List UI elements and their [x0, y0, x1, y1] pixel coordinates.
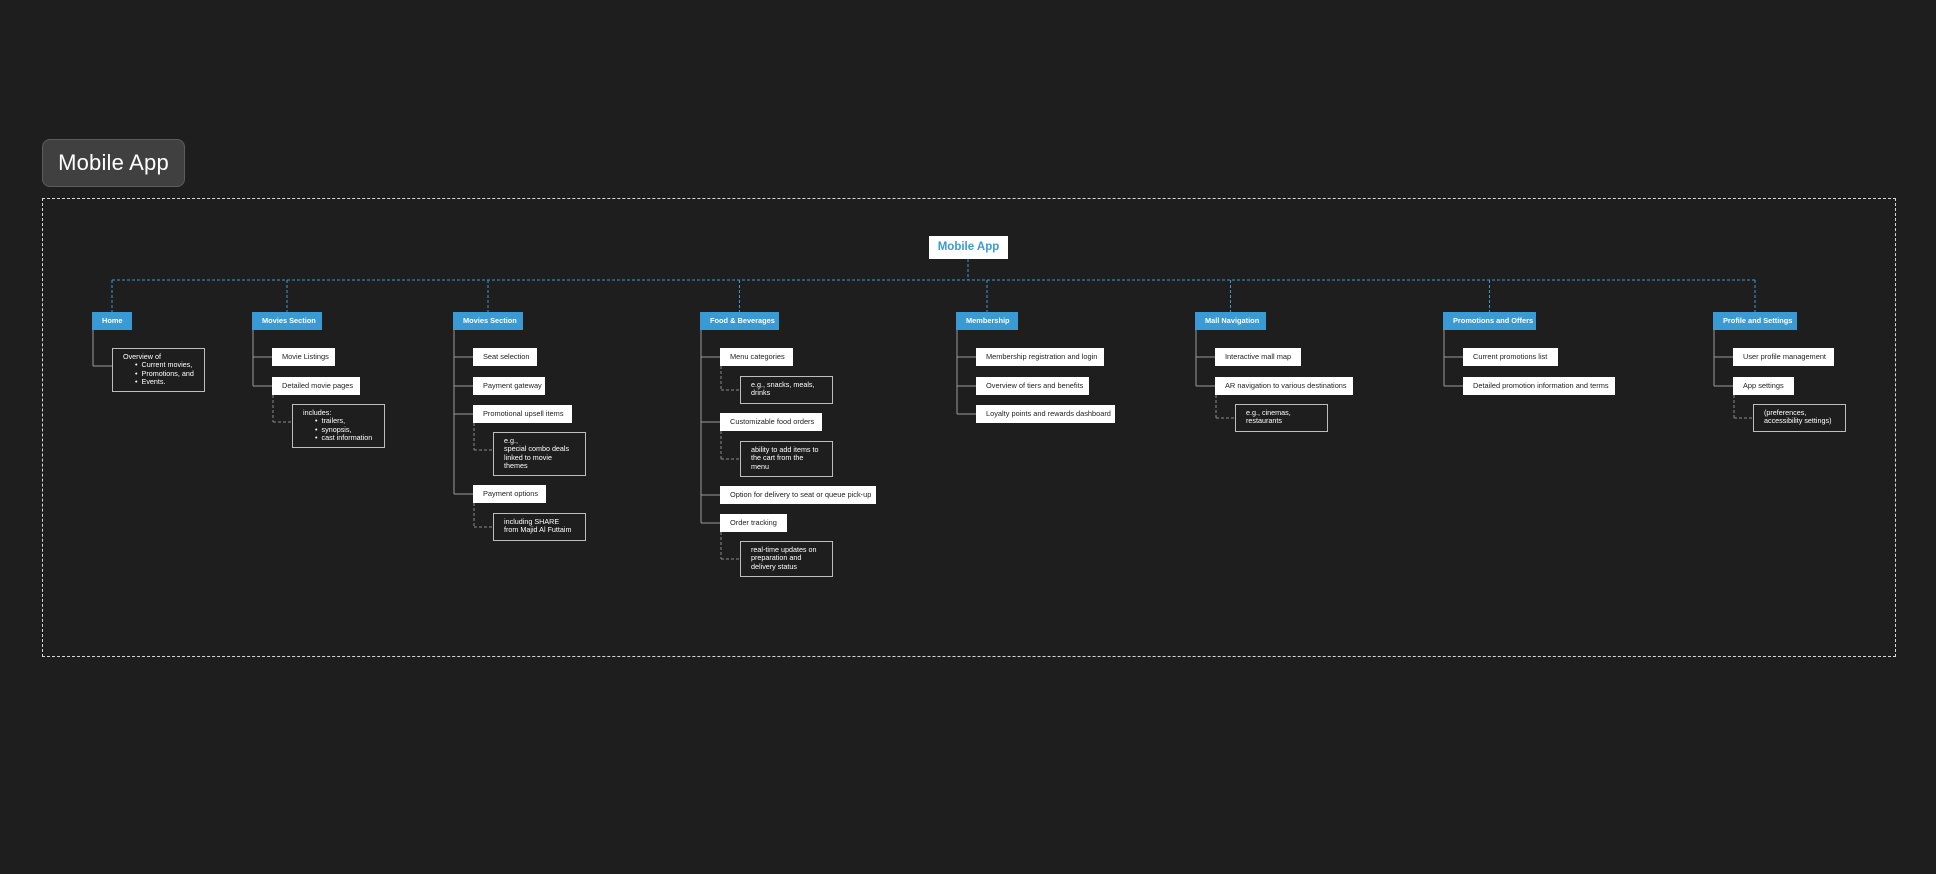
note-line: linked to movie: [504, 452, 552, 462]
root-node[interactable]: Mobile App: [929, 236, 1008, 259]
note-line: from Majid Al Futtaim: [504, 525, 572, 535]
category-profile-and-settings[interactable]: Profile and Settings: [1713, 312, 1797, 330]
menu-item[interactable]: User profile management: [1733, 348, 1834, 366]
category-home[interactable]: Home: [92, 312, 132, 330]
category-mall-navigation[interactable]: Mall Navigation: [1195, 312, 1266, 330]
note-line: special combo deals: [504, 444, 570, 454]
note-line: preparation and: [751, 553, 802, 563]
note-bullet: Events.: [133, 377, 194, 386]
menu-item[interactable]: AR navigation to various destinations: [1215, 377, 1353, 395]
note-bullet: Promotions, and: [133, 369, 194, 378]
section-title-badge[interactable]: Mobile App: [42, 139, 185, 187]
note-line: delivery status: [751, 561, 797, 571]
note-heading: includes:: [303, 408, 332, 417]
menu-item[interactable]: Membership registration and login: [976, 348, 1104, 366]
category-movies-section[interactable]: Movies Section: [252, 312, 322, 330]
note-bullet: cast information: [313, 433, 374, 442]
note-box: e.g., snacks, meals,drinks: [740, 376, 833, 404]
note-line: e.g., cinemas,: [1246, 408, 1291, 417]
menu-item[interactable]: Overview of tiers and benefits: [976, 377, 1089, 395]
category-membership[interactable]: Membership: [956, 312, 1018, 330]
menu-item[interactable]: Payment gateway: [473, 377, 545, 395]
note-line: e.g., snacks, meals,: [751, 380, 815, 389]
category-promotions-and-offers[interactable]: Promotions and Offers: [1443, 312, 1536, 330]
menu-item[interactable]: Interactive mall map: [1215, 348, 1301, 366]
note-box: (preferences,accessibility settings): [1753, 404, 1846, 432]
note-line: restaurants: [1246, 416, 1282, 426]
category-food-beverages[interactable]: Food & Beverages: [700, 312, 779, 330]
note-bullet: trailers,: [313, 416, 374, 425]
menu-item[interactable]: Detailed movie pages: [272, 377, 360, 395]
note-line: themes: [504, 461, 528, 471]
menu-item[interactable]: Option for delivery to seat or queue pic…: [720, 486, 876, 504]
category-movies-section[interactable]: Movies Section: [453, 312, 523, 330]
note-bullet: Current movies,: [133, 360, 194, 369]
menu-item[interactable]: App settings: [1733, 377, 1794, 395]
note-line: the cart from the: [751, 453, 804, 463]
menu-item[interactable]: Customizable food orders: [720, 413, 822, 431]
menu-item[interactable]: Detailed promotion information and terms: [1463, 377, 1615, 395]
note-line: real-time updates on: [751, 545, 817, 554]
menu-item[interactable]: Payment options: [473, 485, 546, 503]
note-line: ability to add items to: [751, 445, 819, 454]
menu-item[interactable]: Seat selection: [473, 348, 537, 366]
menu-item[interactable]: Loyalty points and rewards dashboard: [976, 405, 1115, 423]
menu-item[interactable]: Menu categories: [720, 348, 793, 366]
note-line: e.g.,: [504, 436, 518, 445]
note-box: e.g., cinemas,restaurants: [1235, 404, 1328, 432]
section-frame: [42, 198, 1896, 657]
menu-item[interactable]: Movie Listings: [272, 348, 335, 366]
note-line: drinks: [751, 388, 771, 398]
note-line: accessibility settings): [1764, 416, 1832, 426]
note-box: includes:trailers,synopsis,cast informat…: [292, 404, 385, 448]
note-heading: Overview of: [123, 352, 161, 361]
note-line: including SHARE: [504, 517, 560, 526]
note-line: menu: [751, 461, 769, 471]
note-box: Overview ofCurrent movies,Promotions, an…: [112, 348, 205, 392]
menu-item[interactable]: Order tracking: [720, 514, 787, 532]
menu-item[interactable]: Current promotions list: [1463, 348, 1558, 366]
menu-item[interactable]: Promotional upsell items: [473, 405, 572, 423]
note-bullet: synopsis,: [313, 425, 374, 434]
note-line: (preferences,: [1764, 408, 1807, 417]
